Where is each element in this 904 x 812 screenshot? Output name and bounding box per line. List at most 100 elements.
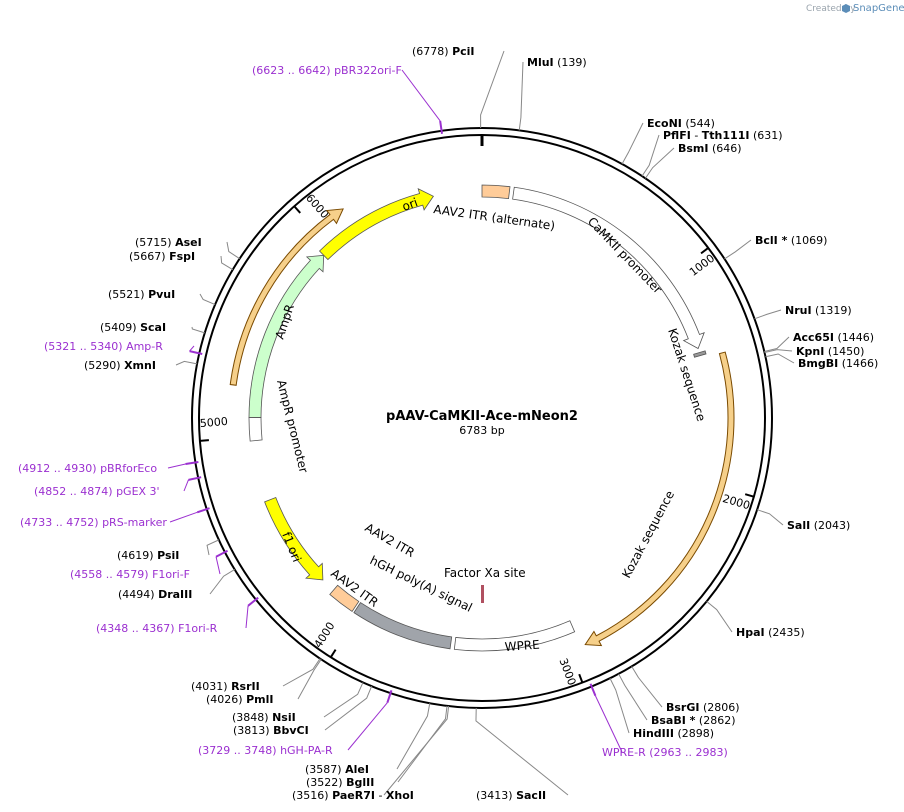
orf-arc-ace-mneon: [584, 351, 735, 647]
tick-mark: [329, 649, 337, 658]
site-label-bmgbi: BmgBI (1466): [798, 357, 878, 370]
primer-label-amp-r: (5321 .. 5340) Amp-R: [44, 340, 163, 353]
primer-mark: [189, 350, 203, 355]
site-leader-line: [191, 326, 205, 334]
site-label-bsmi: BsmI (646): [678, 142, 742, 155]
site-leader-line: [621, 122, 644, 165]
site-label-hindiii: HindIII (2898): [633, 727, 714, 740]
feature-camkii-promoter: [512, 186, 705, 350]
primer-mark: [439, 120, 443, 134]
site-label-pvui: (5521) PvuI: [108, 288, 175, 301]
site-leader-line: [323, 682, 364, 718]
primer-label-f1ori-r: (4348 .. 4367) F1ori-R: [96, 622, 218, 635]
site-label-scai: (5409) ScaI: [100, 321, 166, 334]
feature-label-ori: ori: [400, 195, 419, 213]
primer-label-prs-marker: (4733 .. 4752) pRS-marker: [20, 516, 167, 529]
primer-mark: [185, 461, 199, 466]
primer-leader-line: [189, 345, 195, 352]
site-leader-line: [297, 659, 322, 700]
site-label-sali: SalI (2043): [787, 519, 850, 532]
site-leader-lines: [167, 50, 795, 796]
tick-mark: [578, 673, 584, 683]
site-leader-line: [396, 703, 431, 770]
site-label-pcii: (6778) PciI: [412, 45, 475, 58]
primer-label-pgex-3-: (4852 .. 4874) pGEX 3': [34, 485, 160, 498]
site-leader-line: [282, 658, 321, 687]
site-leader-line: [209, 569, 235, 595]
primer-mark: [196, 507, 210, 514]
site-leader-line: [609, 678, 630, 734]
site-label-bsrgi: BsrGI (2806): [666, 701, 740, 714]
site-label-alei: (3587) AleI: [305, 763, 369, 776]
site-leader-line: [756, 509, 784, 526]
feature-hgh-poly-a-signal: [353, 602, 453, 650]
site-leader-line: [324, 685, 373, 731]
features: [229, 184, 735, 652]
site-label-bcli: BclI * (1069): [755, 234, 827, 247]
primer-mark: [215, 549, 229, 558]
tick-label: 3000: [556, 656, 578, 687]
primer-leader-line: [347, 702, 388, 751]
feature-label-hgh-polya: hGH poly(A) signal: [368, 553, 475, 615]
site-label-xmni: (5290) XmnI: [84, 359, 156, 372]
site-leader-line: [631, 666, 663, 708]
feature-wpre: [453, 620, 576, 652]
tick-label: 5000: [199, 415, 228, 430]
credit-brand: SnapGene: [853, 3, 904, 14]
site-leader-line: [175, 360, 198, 366]
site-leader-line: [518, 61, 524, 131]
primer-mark: [188, 476, 202, 481]
primer-leader-line: [594, 695, 623, 753]
primer-label-hgh-pa-r: (3729 .. 3748) hGH-PA-R: [198, 744, 333, 757]
feature-ampr-promoter: [248, 417, 263, 442]
site-label-nsii: (3848) NsiI: [232, 711, 296, 724]
site-label-rsrii: (4031) RsrII: [191, 680, 260, 693]
tick-mark: [744, 493, 755, 498]
site-label-hpai: HpaI (2435): [736, 626, 805, 639]
feature-aav2-itr: [329, 584, 360, 612]
site-leader-line: [475, 707, 569, 796]
feature-label-kozak-2: Kozak sequence: [619, 488, 677, 580]
site-leader-line: [383, 706, 450, 796]
factor-xa-mark: [481, 585, 484, 603]
orf-arc-orange-left: [229, 208, 344, 386]
primer-leader-line: [167, 463, 186, 469]
site-label-draiii: (4494) DraIII: [118, 588, 192, 601]
primer-leader-line: [245, 605, 249, 629]
primer-label-pbr322ori-f: (6623 .. 6642) pBR322ori-F: [252, 64, 402, 77]
site-label-nrui: NruI (1319): [785, 304, 852, 317]
site-leader-line: [706, 601, 733, 633]
site-label-mlui: MluI (139): [527, 56, 587, 69]
site-label-paer7i: (3516) PaeR7I - XhoI: [292, 789, 414, 802]
site-leader-line: [226, 241, 240, 260]
site-leader-line: [764, 336, 790, 352]
site-leader-line: [754, 309, 782, 320]
feature-f1-ori: [264, 496, 324, 581]
site-leader-line: [397, 705, 448, 783]
primer-leader-line: [401, 69, 441, 122]
primer-leader-line: [215, 556, 221, 575]
site-label-kpni: KpnI (1450): [796, 345, 864, 358]
feature-label-aav2-itr-alternate: AAV2 ITR (alternate): [433, 202, 556, 233]
plasmid-size: 6783 bp: [459, 424, 504, 437]
site-leader-line: [618, 673, 648, 721]
site-label-fspi: (5667) FspI: [129, 250, 195, 263]
site-label-sacii: (3413) SacII: [476, 789, 546, 802]
feature-label-wpre: WPRE: [504, 638, 540, 654]
primer-mark: [247, 596, 259, 607]
site-label-bbvci: (3813) BbvCI: [233, 724, 309, 737]
feature-label-ampr-promoter: AmpR promoter: [274, 378, 311, 474]
tick-mark: [199, 439, 209, 442]
primer-mark: [386, 690, 393, 703]
site-leader-line: [764, 349, 793, 354]
primer-leader-line: [169, 511, 198, 523]
feature-ampr: [248, 254, 325, 418]
site-label-pflfi: PflFI - Tth111I (631): [663, 129, 783, 142]
site-leader-line: [765, 353, 795, 364]
primer-label-wpre-r: WPRE-R (2963 .. 2983): [602, 746, 728, 759]
site-leader-line: [644, 147, 675, 179]
feature-label-aav2-itr-1: AAV2 ITR: [363, 520, 418, 560]
site-leader-line: [199, 293, 216, 306]
